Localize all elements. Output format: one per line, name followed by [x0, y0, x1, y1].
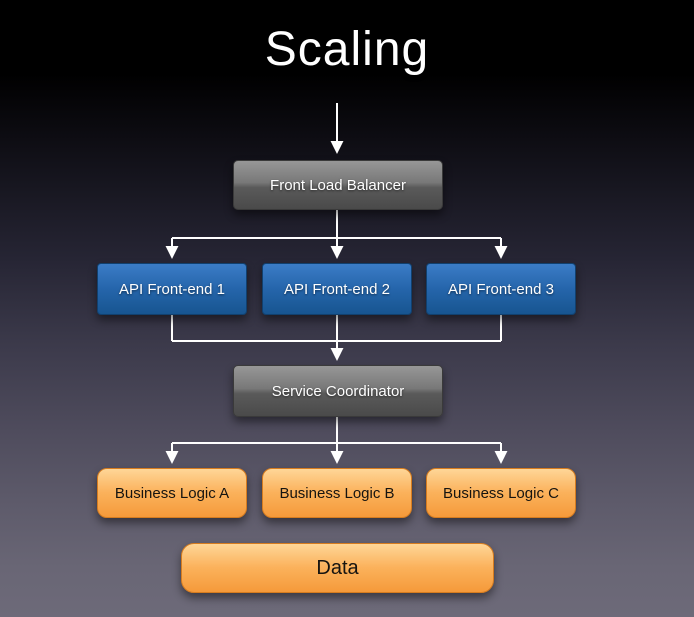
- slide-title: Scaling: [264, 23, 430, 76]
- node-front-load-balancer: Front Load Balancer: [233, 160, 443, 210]
- node-data-store: Data: [181, 543, 494, 593]
- node-business-logic-c: Business Logic C: [426, 468, 576, 518]
- node-api-frontend-2: API Front-end 2: [262, 263, 412, 315]
- node-api-frontend-3: API Front-end 3: [426, 263, 576, 315]
- node-business-logic-a: Business Logic A: [97, 468, 247, 518]
- node-api-frontend-1: API Front-end 1: [97, 263, 247, 315]
- node-business-logic-b: Business Logic B: [262, 468, 412, 518]
- node-service-coordinator: Service Coordinator: [233, 365, 443, 417]
